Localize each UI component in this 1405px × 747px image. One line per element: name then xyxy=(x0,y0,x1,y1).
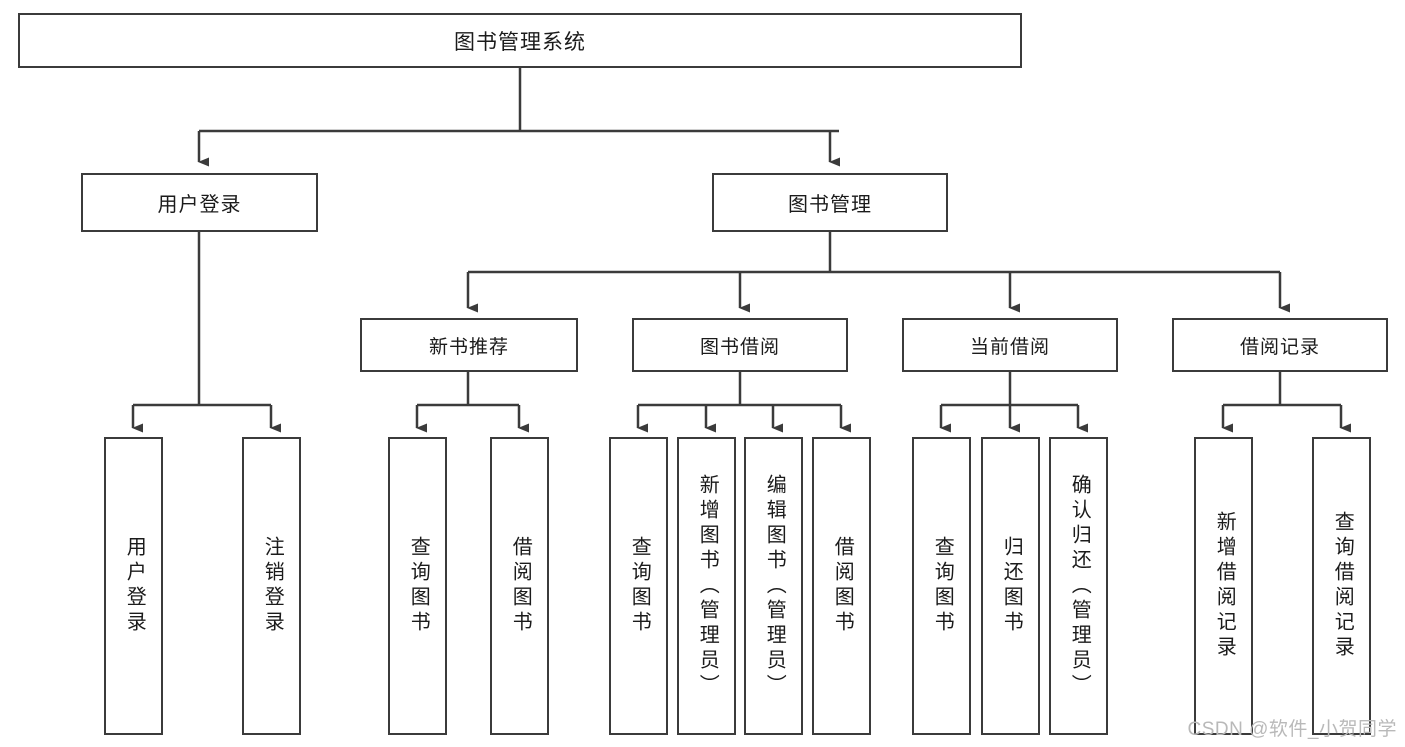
node-book-management-label: 图书管理 xyxy=(788,194,872,216)
node-borrow-record[interactable]: 借阅记录 xyxy=(1172,318,1388,372)
leaf-user-login[interactable]: 用户登录 xyxy=(104,437,163,735)
node-user-login-label: 用户登录 xyxy=(157,194,242,216)
leaf-add-record-label: 新增借阅记录 xyxy=(1213,511,1236,661)
node-root-label: 图书管理系统 xyxy=(454,30,586,54)
leaf-logout-label: 注销登录 xyxy=(261,536,284,636)
leaf-borrow-book-2[interactable]: 借阅图书 xyxy=(812,437,871,735)
node-new-book-recommend[interactable]: 新书推荐 xyxy=(360,318,578,372)
leaf-user-login-label: 用户登录 xyxy=(123,536,146,636)
node-book-borrow-label: 图书借阅 xyxy=(699,336,780,358)
leaf-query-book-1-label: 查询图书 xyxy=(407,536,430,636)
leaf-confirm-return[interactable]: 确认归还（管理员） xyxy=(1049,437,1108,735)
leaf-add-record[interactable]: 新增借阅记录 xyxy=(1194,437,1253,735)
node-new-book-recommend-label: 新书推荐 xyxy=(428,336,509,358)
leaf-borrow-book-1[interactable]: 借阅图书 xyxy=(490,437,549,735)
leaf-add-book-label: 新增图书（管理员） xyxy=(696,473,719,699)
leaf-return-book-label: 归还图书 xyxy=(1000,536,1023,636)
node-current-borrow-label: 当前借阅 xyxy=(969,336,1050,358)
leaf-query-record[interactable]: 查询借阅记录 xyxy=(1312,437,1371,735)
leaf-query-record-label: 查询借阅记录 xyxy=(1331,511,1354,661)
watermark: CSDN @软件_小贺同学 xyxy=(1187,719,1397,740)
node-user-login[interactable]: 用户登录 xyxy=(81,173,318,232)
leaf-borrow-book-2-label: 借阅图书 xyxy=(831,536,854,636)
node-borrow-record-label: 借阅记录 xyxy=(1239,336,1320,358)
leaf-query-book-3-label: 查询图书 xyxy=(931,536,954,636)
leaf-return-book[interactable]: 归还图书 xyxy=(981,437,1040,735)
leaf-edit-book[interactable]: 编辑图书（管理员） xyxy=(744,437,803,735)
node-book-management[interactable]: 图书管理 xyxy=(712,173,948,232)
leaf-confirm-return-label: 确认归还（管理员） xyxy=(1068,473,1091,699)
leaf-edit-book-label: 编辑图书（管理员） xyxy=(763,473,786,699)
node-root[interactable]: 图书管理系统 xyxy=(18,13,1022,68)
leaf-query-book-3[interactable]: 查询图书 xyxy=(912,437,971,735)
leaf-borrow-book-1-label: 借阅图书 xyxy=(509,536,532,636)
leaf-query-book-2-label: 查询图书 xyxy=(628,536,651,636)
leaf-query-book-2[interactable]: 查询图书 xyxy=(609,437,668,735)
leaf-logout[interactable]: 注销登录 xyxy=(242,437,301,735)
leaf-add-book[interactable]: 新增图书（管理员） xyxy=(677,437,736,735)
leaf-query-book-1[interactable]: 查询图书 xyxy=(388,437,447,735)
node-current-borrow[interactable]: 当前借阅 xyxy=(902,318,1118,372)
node-book-borrow[interactable]: 图书借阅 xyxy=(632,318,848,372)
